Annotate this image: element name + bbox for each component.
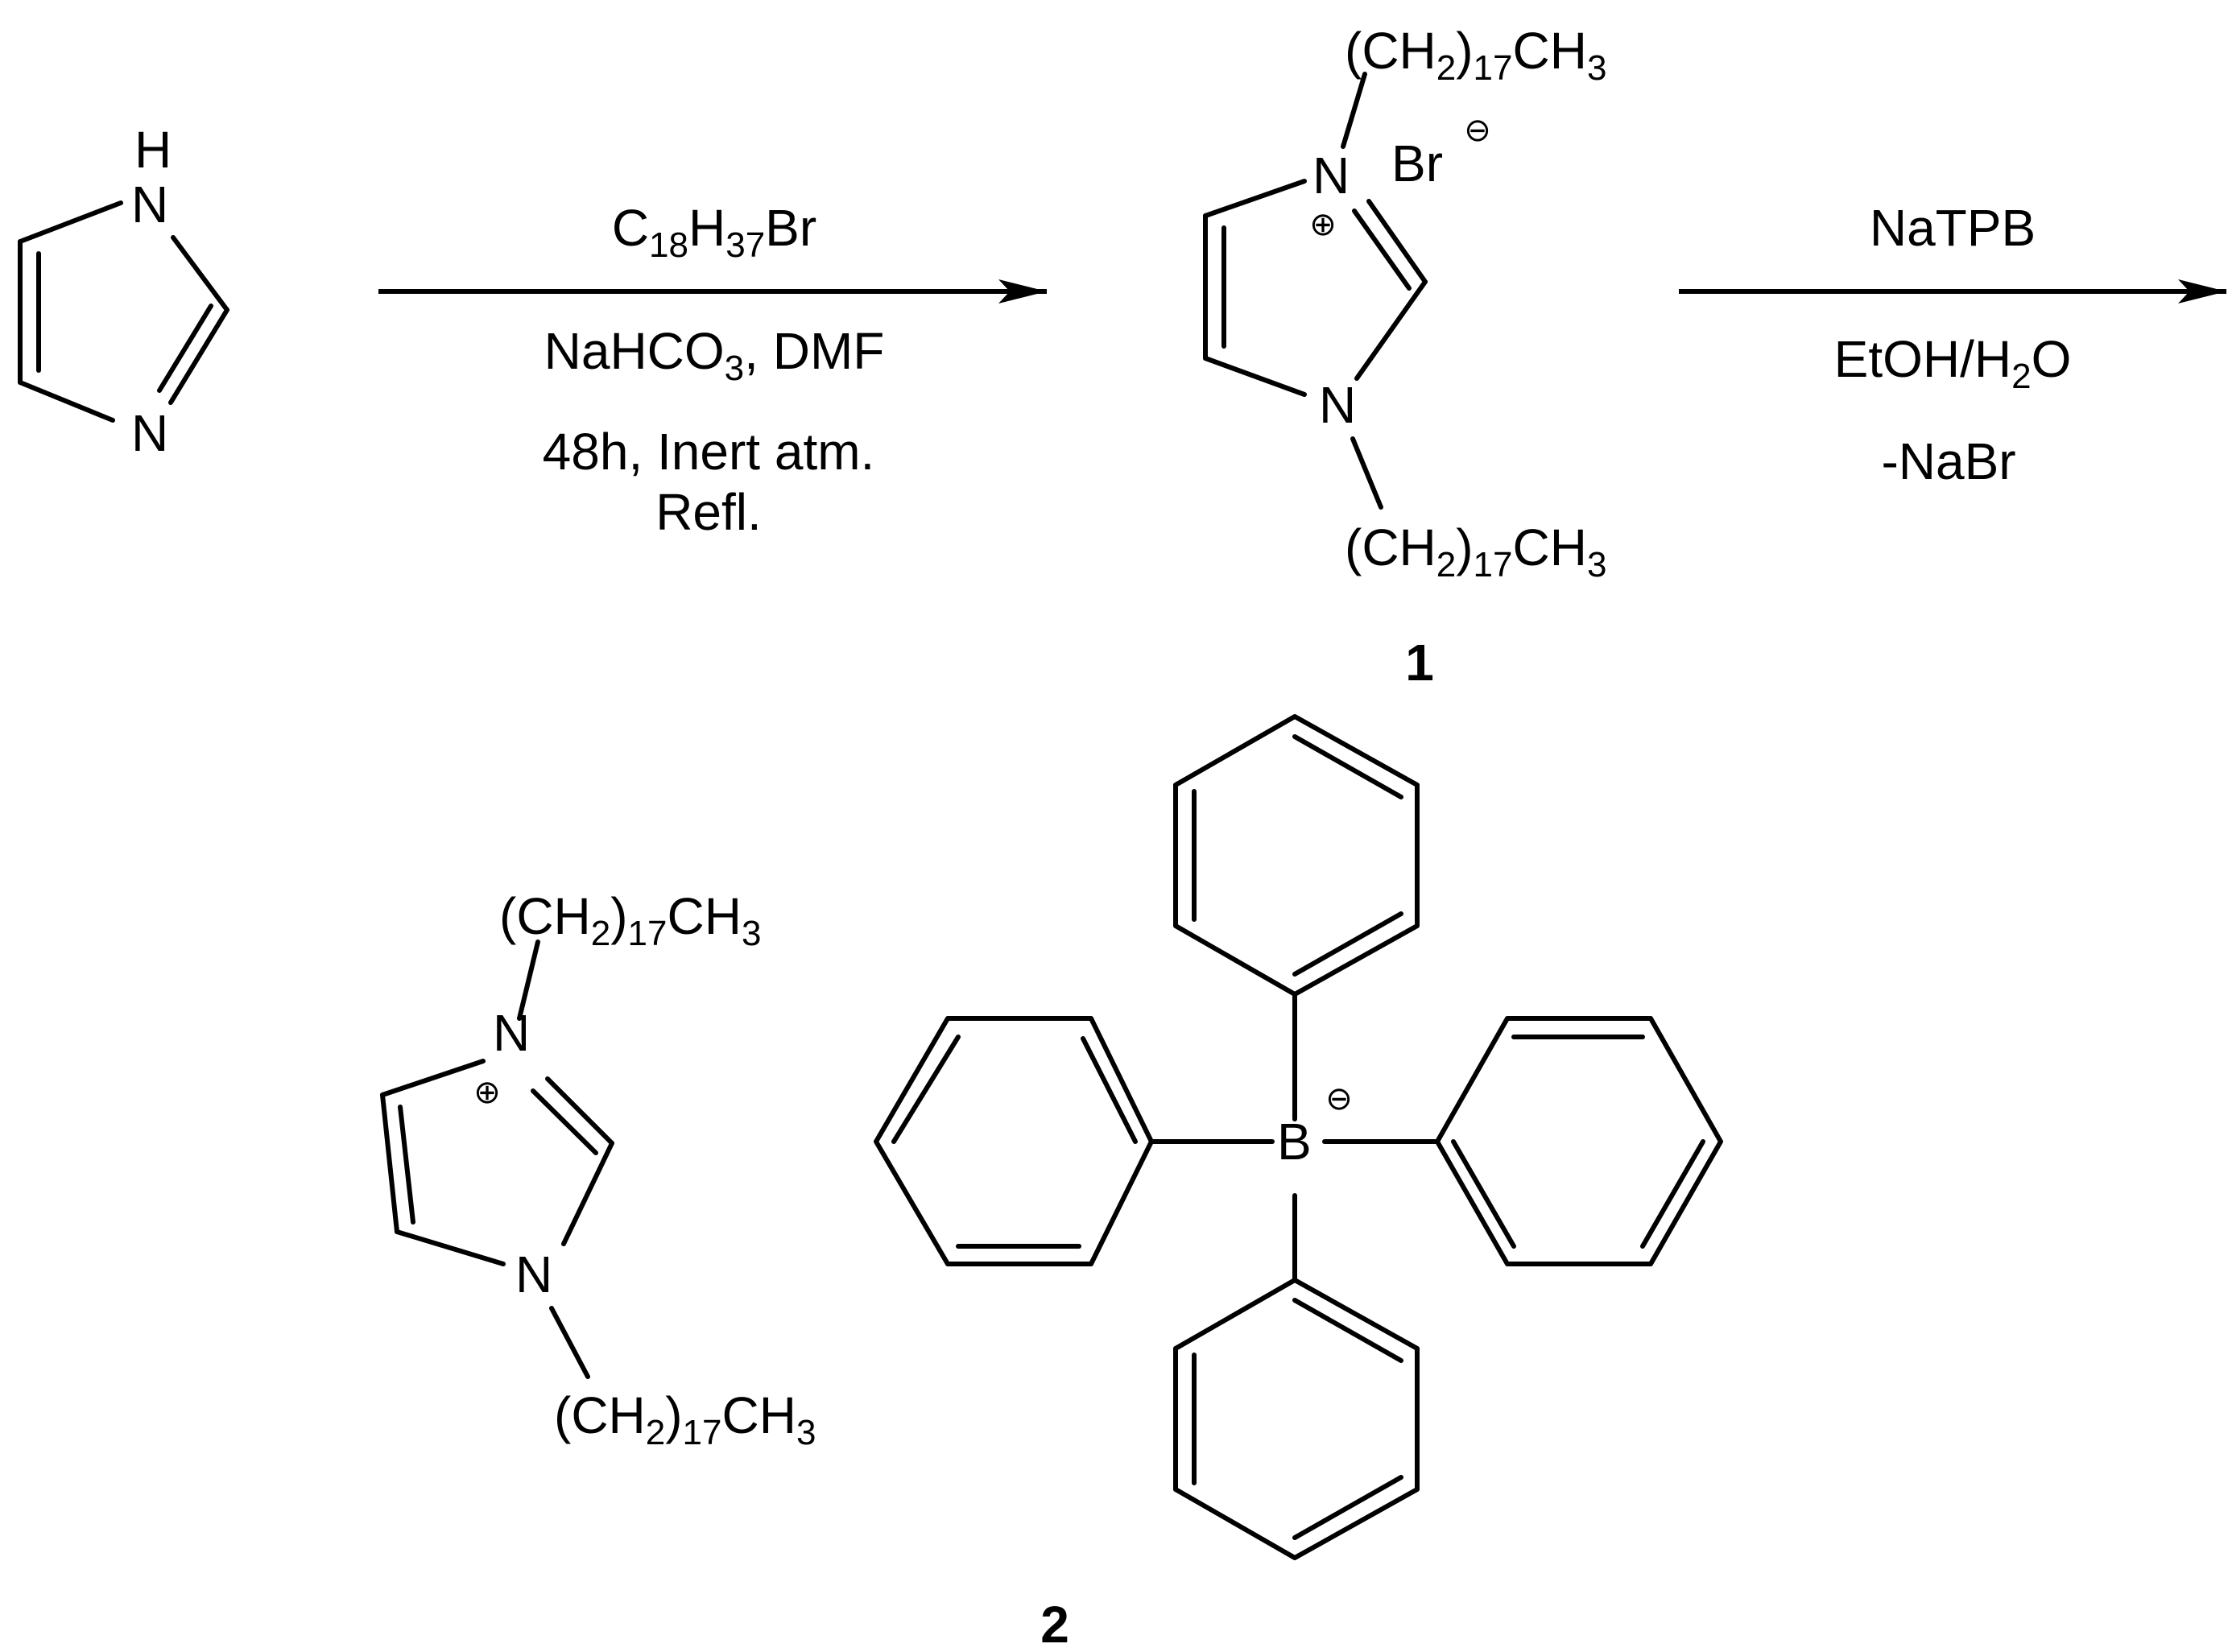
step2-solvent: EtOH/H2O [1834, 330, 2072, 396]
product1-n-top: N [1312, 147, 1350, 204]
product2-alkyl-bottom: (CH2)17CH3 [554, 1386, 816, 1452]
product2-n-bottom: N [515, 1245, 552, 1303]
phenyl-ring-top [1173, 714, 1420, 997]
imidazole-structure [18, 200, 229, 423]
step1-reflux: Refl. [655, 483, 762, 541]
product2-alkyl-top: (CH2)17CH3 [499, 887, 761, 953]
imidazole-n1-label: N [131, 176, 168, 233]
product1-structure [1203, 72, 1428, 510]
tetraphenylborate-structure [874, 714, 1723, 1560]
product2-positive-charge: ⊕ [473, 1075, 501, 1110]
product1-alkyl-top: (CH2)17CH3 [1345, 22, 1606, 88]
imidazole-nh-hydrogen: H [134, 121, 172, 179]
compound-2-label: 2 [1040, 1596, 1069, 1652]
phenyl-ring-right [1435, 1016, 1723, 1266]
product1-positive-charge: ⊕ [1309, 207, 1337, 242]
phenyl-ring-left [874, 1016, 1154, 1266]
boron-negative-charge: ⊖ [1325, 1081, 1353, 1117]
product1-n-bottom: N [1319, 376, 1356, 434]
compound-1-label: 1 [1405, 634, 1434, 692]
step2-byproduct: -NaBr [1881, 432, 2015, 490]
step2-reagent: NaTPB [1870, 199, 2036, 257]
phenyl-ring-bottom [1173, 1278, 1420, 1560]
boron-label: B [1277, 1113, 1312, 1171]
product2-cation-structure [380, 940, 614, 1379]
product2-n-top: N [493, 1004, 530, 1062]
product1-alkyl-bottom: (CH2)17CH3 [1345, 518, 1606, 584]
step1-base-solvent: NaHCO3, DMF [544, 322, 885, 388]
product1-bromide-label: Br [1391, 134, 1443, 192]
imidazole-n3-label: N [131, 404, 168, 462]
step1-alkylating-agent: C18H37Br [612, 199, 816, 265]
step1-time-atmosphere: 48h, Inert atm. [543, 423, 875, 481]
product1-bromide-charge: ⊖ [1464, 113, 1491, 148]
